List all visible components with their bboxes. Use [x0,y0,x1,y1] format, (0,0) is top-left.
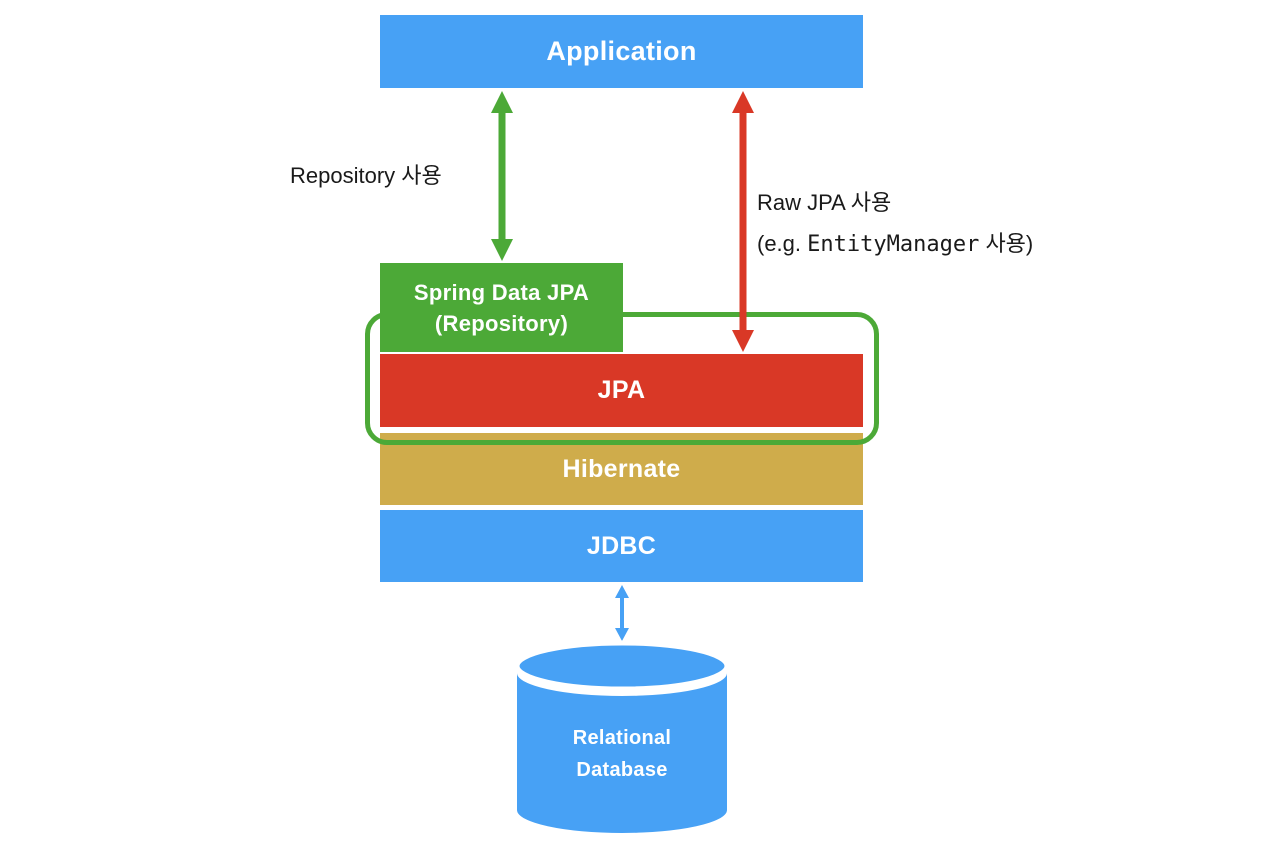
repository-arrow [491,91,513,261]
raw-jpa-label-line2: (e.g. EntityManager 사용) [757,223,1033,265]
entity-manager-code-text: EntityManager [807,232,980,257]
jdbc-label: JDBC [586,531,657,560]
spring-data-jpa-label-line1: Spring Data JPA [413,279,590,305]
database-label: Relational Database [512,722,732,786]
raw-jpa-label-suffix: 사용) [979,231,1034,256]
spring-data-jpa-label-line2: (Repository) [434,310,569,336]
jdbc-database-arrow [615,585,629,641]
jpa-box: JPA [380,354,863,427]
database-label-line1: Relational [572,727,672,749]
repository-arrow-label: Repository 사용 [290,163,442,188]
jdbc-box: JDBC [380,510,863,582]
raw-jpa-label-line1: Raw JPA 사용 [757,190,892,215]
application-label: Application [546,36,697,66]
spring-data-jpa-box: Spring Data JPA (Repository) [380,263,623,352]
raw-jpa-label-prefix: (e.g. [757,231,808,256]
jpa-label: JPA [597,376,646,404]
application-box: Application [380,15,863,88]
database-label-line2: Database [576,759,668,781]
raw-jpa-arrow-label: Raw JPA 사용 (e.g. EntityManager 사용) [757,182,1033,265]
database-cylinder-lid [514,640,730,692]
hibernate-label: Hibernate [562,454,681,483]
hibernate-box: Hibernate [380,433,863,505]
